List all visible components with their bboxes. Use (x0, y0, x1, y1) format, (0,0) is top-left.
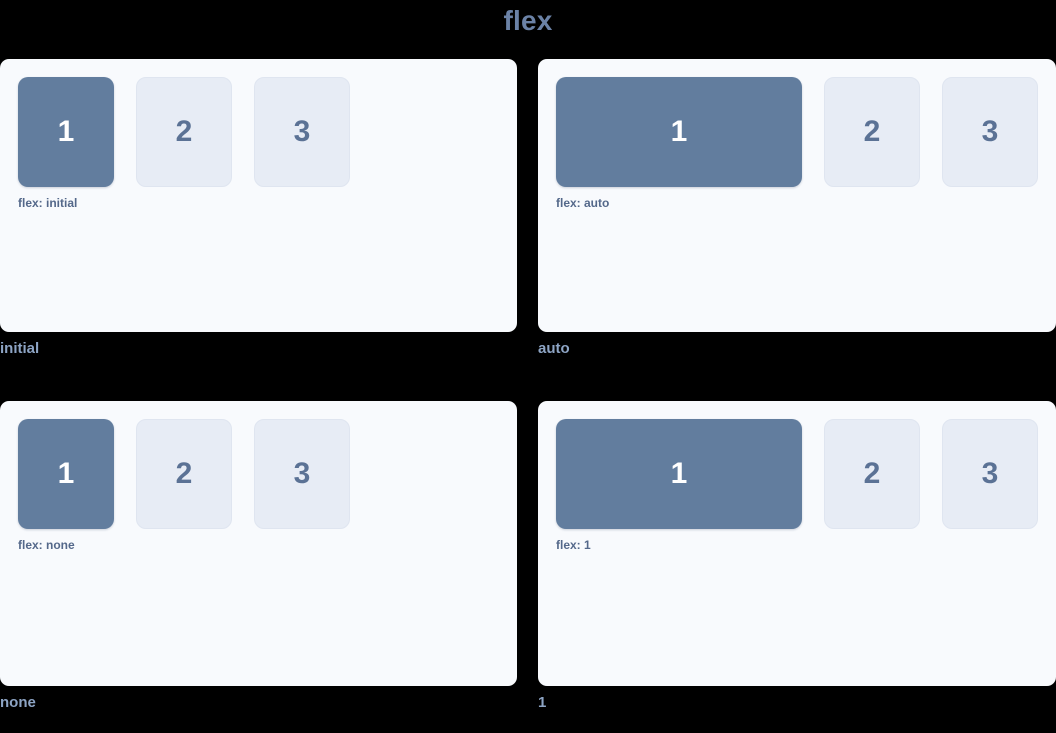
flex-item-3: 3 (254, 419, 350, 529)
demo-label-auto: auto (538, 340, 570, 357)
demo-card-none: 1 2 3 flex: none (0, 401, 517, 686)
demo-label-one: 1 (538, 694, 547, 711)
demo-cell-one: 1 2 3 flex: 1 1 (538, 401, 1056, 712)
demo-caption-initial: flex: initial (18, 196, 78, 210)
demo-grid: 1 2 3 flex: initial initial 1 2 3 (0, 59, 1056, 712)
demo-cell-initial: 1 2 3 flex: initial initial (0, 59, 517, 358)
flex-container-none: 1 2 3 (18, 419, 517, 529)
demo-card-initial: 1 2 3 flex: initial (0, 59, 517, 332)
flex-item-1: 1 (556, 77, 802, 187)
flex-item-1: 1 (18, 77, 114, 187)
demo-label-initial: initial (0, 340, 40, 357)
flex-item-2: 2 (136, 77, 232, 187)
flex-container-auto: 1 2 3 (556, 77, 1056, 187)
demo-card-one: 1 2 3 flex: 1 (538, 401, 1056, 686)
demo-cell-none: 1 2 3 flex: none none (0, 401, 517, 712)
flex-item-2: 2 (136, 419, 232, 529)
flex-container-initial: 1 2 3 (18, 77, 517, 187)
flex-item-2: 2 (824, 419, 920, 529)
demo-caption-none: flex: none (18, 538, 75, 552)
flex-item-3: 3 (254, 77, 350, 187)
page-title: flex (503, 5, 553, 36)
demo-caption-one: flex: 1 (556, 538, 591, 552)
flex-item-1: 1 (556, 419, 802, 529)
flex-item-1: 1 (18, 419, 114, 529)
flex-item-2: 2 (824, 77, 920, 187)
demo-label-none: none (0, 694, 36, 711)
demo-caption-auto: flex: auto (556, 196, 610, 210)
demo-cell-auto: 1 2 3 flex: auto auto (538, 59, 1056, 358)
flex-item-3: 3 (942, 419, 1038, 529)
flex-item-3: 3 (942, 77, 1038, 187)
demo-card-auto: 1 2 3 flex: auto (538, 59, 1056, 332)
flex-container-one: 1 2 3 (556, 419, 1056, 529)
